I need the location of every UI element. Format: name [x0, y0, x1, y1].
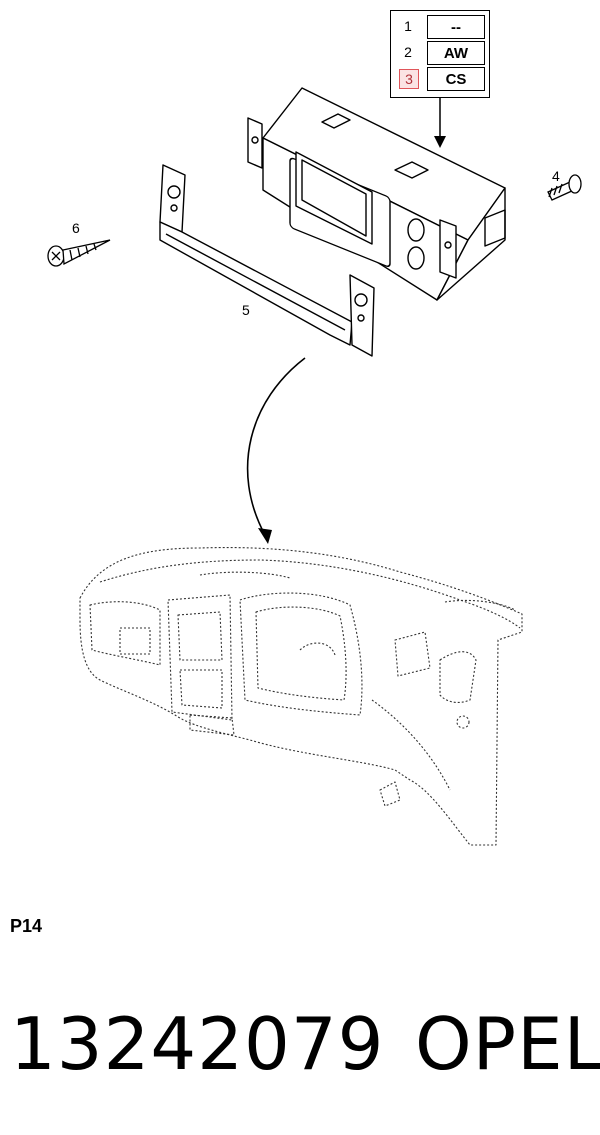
- table-leader-arrow: [434, 98, 446, 148]
- variant-row-2-code: AW: [427, 41, 485, 65]
- part-number: 13242079: [10, 1002, 385, 1086]
- callout-5: 5: [242, 302, 250, 318]
- exploded-parts-diagram: [47, 87, 582, 846]
- variant-row-3-code: CS: [427, 67, 485, 91]
- variant-row-1-number: 1: [404, 18, 412, 34]
- variant-row-2-number: 2: [404, 44, 412, 60]
- brand-name: OPEL: [415, 1002, 600, 1086]
- variant-row-1-code: --: [427, 15, 485, 39]
- screw-6: [47, 239, 111, 267]
- callout-6: 6: [72, 220, 80, 236]
- screw-4: [547, 174, 582, 201]
- callout-4: 4: [552, 168, 560, 184]
- dashboard-outline: [79, 546, 523, 846]
- mounting-bracket: [159, 164, 375, 357]
- installation-arrow: [246, 357, 306, 544]
- variant-row-3-number-highlighted: 3: [399, 69, 419, 89]
- variant-table: 1 -- 2 AW 3 CS: [390, 10, 490, 98]
- display-unit: [247, 87, 506, 301]
- page-code: P14: [10, 916, 43, 936]
